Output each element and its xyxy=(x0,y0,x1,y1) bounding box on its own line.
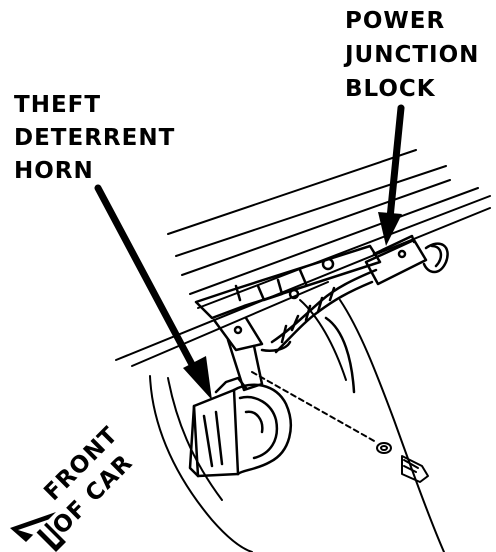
theft-deterrent-horn-label: THEFT DETERRENT HORN xyxy=(14,92,175,184)
power-junction-block-label-line-1: POWER xyxy=(345,8,445,34)
power-junction-block xyxy=(364,234,449,286)
theft-deterrent-horn-arrow xyxy=(94,184,212,400)
mounting-bracket xyxy=(194,244,382,392)
theft-deterrent-horn-label-line-1: THEFT xyxy=(14,92,101,118)
front-of-car-arrow xyxy=(10,512,66,552)
power-junction-block-label: POWER JUNCTION BLOCK xyxy=(343,8,479,102)
theft-deterrent-horn xyxy=(188,376,292,478)
power-junction-block-arrow xyxy=(378,104,405,246)
wheel-well-contour xyxy=(149,299,445,552)
body-panel-lines xyxy=(115,149,491,367)
mounting-bolt xyxy=(251,371,429,483)
power-junction-block-label-line-3: BLOCK xyxy=(345,76,436,102)
theft-deterrent-horn-label-line-2: DETERRENT xyxy=(14,125,175,151)
wiring-harness xyxy=(260,268,378,394)
power-junction-block-label-line-2: JUNCTION xyxy=(343,42,479,68)
theft-deterrent-horn-label-line-3: HORN xyxy=(14,158,94,184)
